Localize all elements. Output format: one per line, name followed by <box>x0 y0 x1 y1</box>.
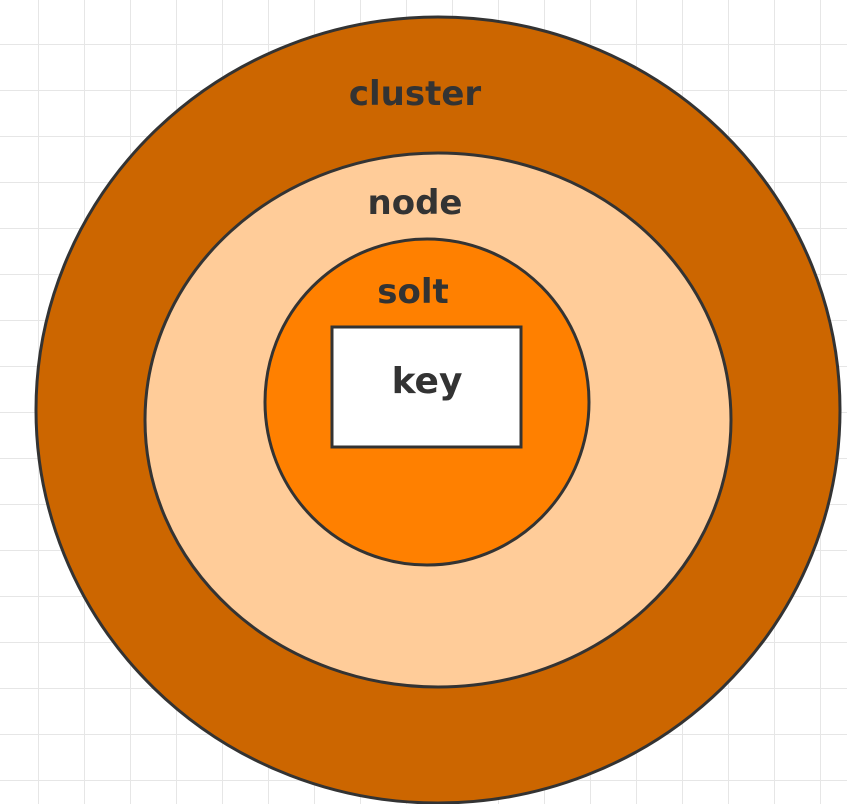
solt-label: solt <box>377 272 449 312</box>
key-box[interactable] <box>330 325 523 449</box>
cluster-label: cluster <box>349 74 482 114</box>
node-label: node <box>368 183 463 223</box>
key-label: key <box>392 361 463 402</box>
